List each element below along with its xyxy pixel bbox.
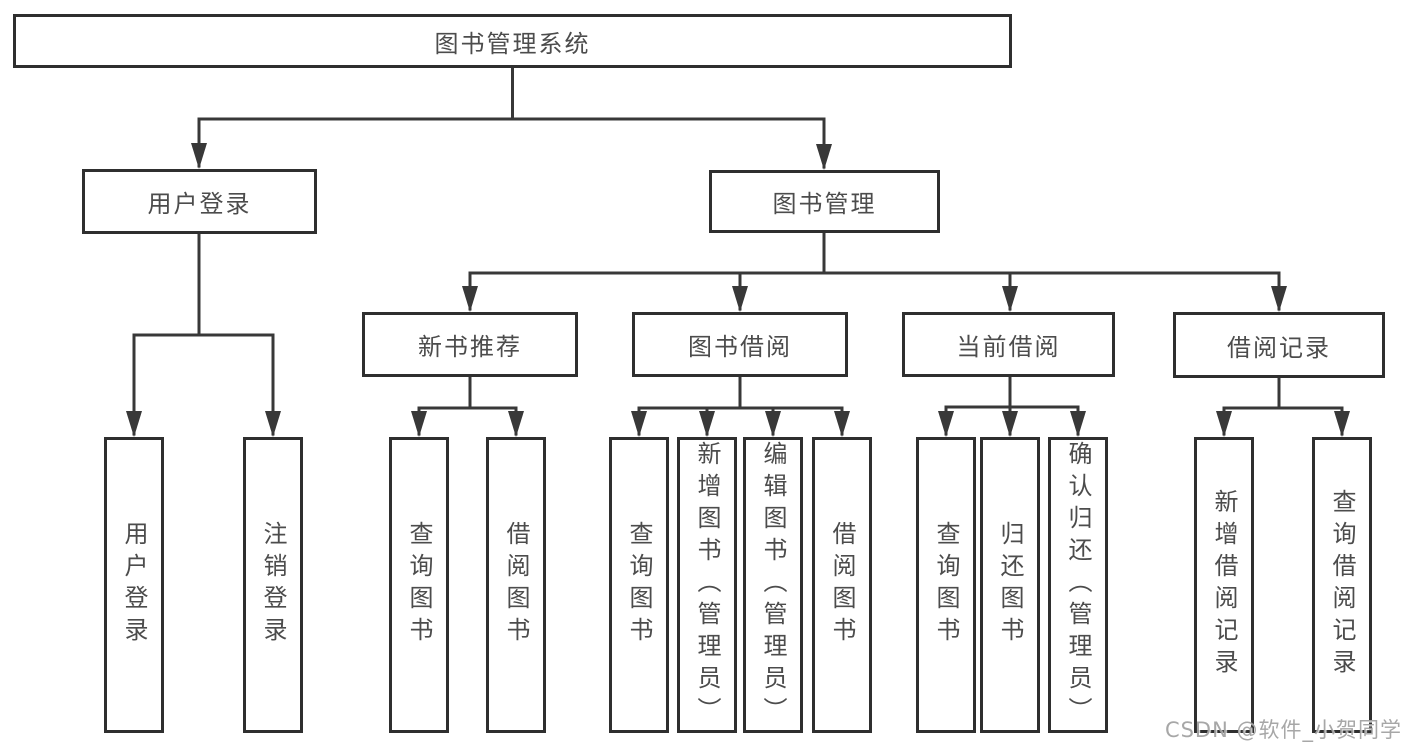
arrowhead-icon <box>765 411 781 437</box>
leaf-edit-books-admin: 编辑图书（管理员） <box>743 437 803 733</box>
leaf-borrow-books-recommend: 借阅图书 <box>486 437 546 733</box>
arrowhead-icon <box>732 286 748 312</box>
arrowhead-icon <box>1002 286 1018 312</box>
node-book-borrowing: 图书借阅 <box>632 312 848 377</box>
watermark-text: CSDN @软件_小贺同学 <box>1164 718 1402 742</box>
arrowhead-icon <box>938 411 954 437</box>
node-current-borrowing: 当前借阅 <box>902 312 1115 377</box>
node-borrow-records: 借阅记录 <box>1173 312 1385 378</box>
leaf-label: 归还图书 <box>996 521 1024 649</box>
leaf-add-borrow-record: 新增借阅记录 <box>1194 437 1254 733</box>
connector-new-book-recommend <box>417 375 518 436</box>
connector-user-login <box>132 232 275 436</box>
node-book-management: 图书管理 <box>709 170 940 233</box>
arrowhead-icon <box>1271 286 1287 312</box>
connector-book-management <box>468 231 1281 311</box>
leaf-label: 注销登录 <box>259 521 287 649</box>
arrowhead-icon <box>126 411 142 437</box>
arrowhead-icon <box>1002 411 1018 437</box>
leaf-label: 确认归还（管理员） <box>1064 441 1092 729</box>
leaf-label: 新增图书（管理员） <box>693 441 721 729</box>
arrowhead-icon <box>1216 411 1232 437</box>
leaf-label: 查询图书 <box>405 521 433 649</box>
leaf-label: 用户登录 <box>120 521 148 649</box>
arrowhead-icon <box>834 411 850 437</box>
arrowhead-icon <box>699 411 715 437</box>
node-library-system: 图书管理系统 <box>13 14 1012 68</box>
connector-borrow-records <box>1222 376 1344 436</box>
leaf-return-books: 归还图书 <box>980 437 1040 733</box>
leaf-label: 借阅图书 <box>502 521 530 649</box>
arrowhead-icon <box>411 411 427 437</box>
leaf-label: 查询借阅记录 <box>1328 489 1356 681</box>
arrowhead-icon <box>1334 411 1350 437</box>
arrowhead-icon <box>191 143 207 169</box>
arrowhead-icon <box>631 411 647 437</box>
leaf-query-books-current: 查询图书 <box>916 437 976 733</box>
leaf-borrow-books-borrowing: 借阅图书 <box>812 437 872 733</box>
leaf-label: 编辑图书（管理员） <box>759 441 787 729</box>
leaf-label: 新增借阅记录 <box>1210 489 1238 681</box>
arrowhead-icon <box>816 144 832 170</box>
connector-book-borrowing <box>637 375 844 436</box>
leaf-label: 查询图书 <box>932 521 960 649</box>
leaf-query-books-borrowing: 查询图书 <box>609 437 669 733</box>
leaf-user-login: 用户登录 <box>104 437 164 733</box>
node-new-book-recommend: 新书推荐 <box>362 312 578 377</box>
leaf-query-borrow-record: 查询借阅记录 <box>1312 437 1372 733</box>
leaf-add-books-admin: 新增图书（管理员） <box>677 437 737 733</box>
connector-root <box>197 66 826 169</box>
leaf-label: 借阅图书 <box>828 521 856 649</box>
arrowhead-icon <box>1070 411 1086 437</box>
leaf-logout: 注销登录 <box>243 437 303 733</box>
arrowhead-icon <box>508 411 524 437</box>
node-user-login: 用户登录 <box>82 169 317 234</box>
arrowhead-icon <box>265 411 281 437</box>
leaf-label: 查询图书 <box>625 521 653 649</box>
arrowhead-icon <box>462 286 478 312</box>
leaf-confirm-return-admin: 确认归还（管理员） <box>1048 437 1108 733</box>
leaf-query-books-recommend: 查询图书 <box>389 437 449 733</box>
